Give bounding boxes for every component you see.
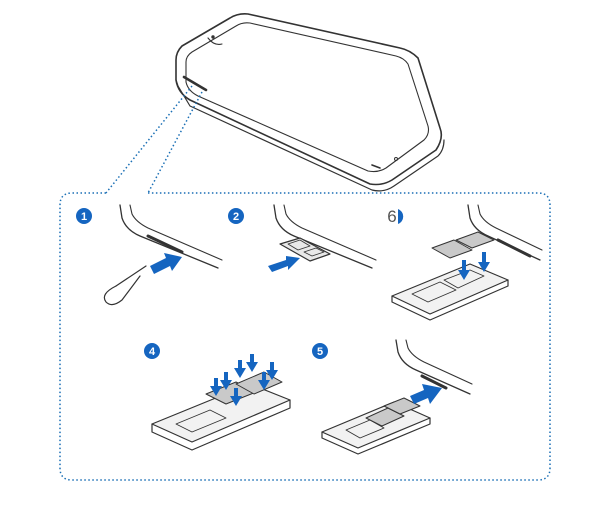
- arrow-down-icon: [266, 362, 278, 380]
- sim-card-icon: [365, 407, 405, 427]
- svg-text:5: 5: [317, 346, 323, 358]
- arrow-right-icon: [150, 253, 182, 274]
- arrow-right-icon: [410, 384, 442, 404]
- step-badge-1: 1: [76, 208, 92, 224]
- phone-illustration: [175, 13, 445, 192]
- leader-line-left: [105, 85, 193, 194]
- svg-text:4: 4: [149, 346, 156, 358]
- step-2-illustration: [268, 204, 377, 272]
- arrow-down-icon: [234, 360, 246, 378]
- step-5-illustration: [321, 339, 473, 455]
- arrow-down-icon: [210, 378, 222, 396]
- step-badge-5: 5: [312, 343, 328, 359]
- arrow-down-icon: [458, 260, 470, 280]
- step-badge-3: 6: [387, 207, 404, 226]
- step-1-illustration: [103, 204, 223, 306]
- step-4-illustration: [151, 354, 291, 451]
- svg-text:6: 6: [387, 207, 396, 226]
- sim-card-icon: [383, 397, 421, 415]
- eject-pin-icon: [103, 265, 147, 306]
- arrow-down-icon: [246, 354, 258, 372]
- arrow-down-icon: [478, 252, 490, 272]
- arrow-down-icon: [220, 372, 232, 390]
- arrow-down-icon: [258, 372, 270, 390]
- step-3-illustration: [391, 204, 543, 321]
- arrow-left-icon: [268, 256, 300, 272]
- svg-text:1: 1: [81, 211, 87, 223]
- step-badge-2: 2: [228, 208, 244, 224]
- camera-icon: [211, 35, 215, 39]
- sim-card-icon: [431, 239, 473, 259]
- sim-card-icon: [455, 231, 495, 249]
- leader-line-right: [147, 91, 203, 194]
- steps-frame: [59, 192, 551, 481]
- arrow-down-icon: [230, 388, 242, 406]
- svg-text:2: 2: [233, 211, 239, 223]
- step-badge-4: 4: [144, 343, 160, 359]
